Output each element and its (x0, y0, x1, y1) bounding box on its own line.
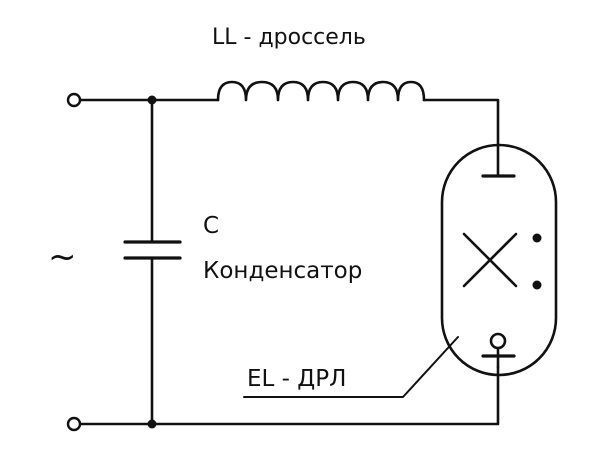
bottom-wire (78, 365, 500, 426)
ac-source-symbol: ~ (48, 237, 77, 277)
lamp-burner-cross (462, 232, 518, 288)
input-terminal-bottom (66, 416, 82, 432)
capacitor-letter-label: C (203, 213, 219, 239)
lamp-lower-electrode-ring (489, 332, 507, 350)
lamp-dot-lower (532, 280, 542, 290)
lamp-envelope (440, 143, 558, 377)
junction-dot-bottom (147, 419, 157, 429)
top-wire-right (422, 98, 500, 178)
inductor-coil (216, 80, 426, 102)
capacitor-name-label: Конденсатор (203, 258, 362, 284)
input-terminal-top (66, 92, 82, 108)
junction-dot-top (147, 95, 157, 105)
lamp-label-leader (243, 336, 459, 398)
lamp-dot-upper (532, 233, 542, 243)
lamp-label: EL - ДРЛ (247, 366, 346, 392)
inductor-label: LL - дроссель (212, 25, 366, 50)
